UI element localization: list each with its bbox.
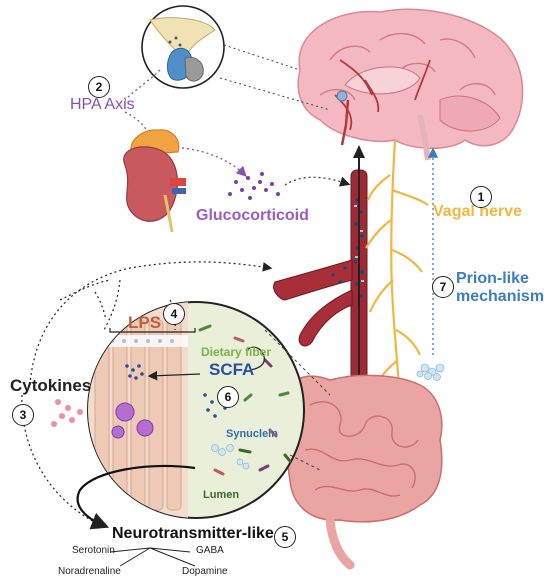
neurotransmitter-label: Neurotransmitter-like xyxy=(112,525,274,542)
prion-line-2: mechanism xyxy=(456,288,545,305)
marker-6: 6 xyxy=(217,386,239,408)
prion-like-label: Prion-like mechanism xyxy=(456,270,544,306)
glucocorticoid-label: Glucocorticoid xyxy=(196,207,309,224)
cytokine-dots xyxy=(51,399,83,427)
marker-2: 2 xyxy=(88,76,110,98)
marker-5: 5 xyxy=(274,526,296,548)
serotonin-label: Serotonin xyxy=(72,545,115,556)
brain xyxy=(297,8,524,161)
vagal-nerve xyxy=(365,139,429,401)
dopamine-label: Dopamine xyxy=(182,566,228,577)
dietary-fiber-label: Dietary fiber xyxy=(201,345,272,359)
vagal-nerve-label: Vagal nerve xyxy=(433,203,522,220)
cytokines-label: Cytokines xyxy=(10,376,92,395)
scfa-label: SCFA xyxy=(209,360,255,379)
intestines xyxy=(287,374,443,570)
kidney-adrenal xyxy=(123,129,186,233)
synuclein-aggregate xyxy=(416,363,445,381)
marker-4: 4 xyxy=(163,303,185,325)
gut-inset xyxy=(87,301,305,519)
marker-3: 3 xyxy=(12,404,34,426)
glucocorticoid-dots xyxy=(228,172,280,200)
lumen-label: Lumen xyxy=(203,489,240,501)
prion-line-1: Prion-like xyxy=(456,270,529,287)
synuclein-label: Synuclein xyxy=(226,428,278,440)
lps-label: LPS xyxy=(128,313,162,332)
hpa-axis-label: HPA Axis xyxy=(70,96,135,113)
noradrenaline-label: Noradrenaline xyxy=(58,566,121,577)
marker-7: 7 xyxy=(432,276,454,298)
pituitary-inset xyxy=(141,5,225,89)
marker-1: 1 xyxy=(470,186,492,208)
gaba-label: GABA xyxy=(196,545,224,556)
